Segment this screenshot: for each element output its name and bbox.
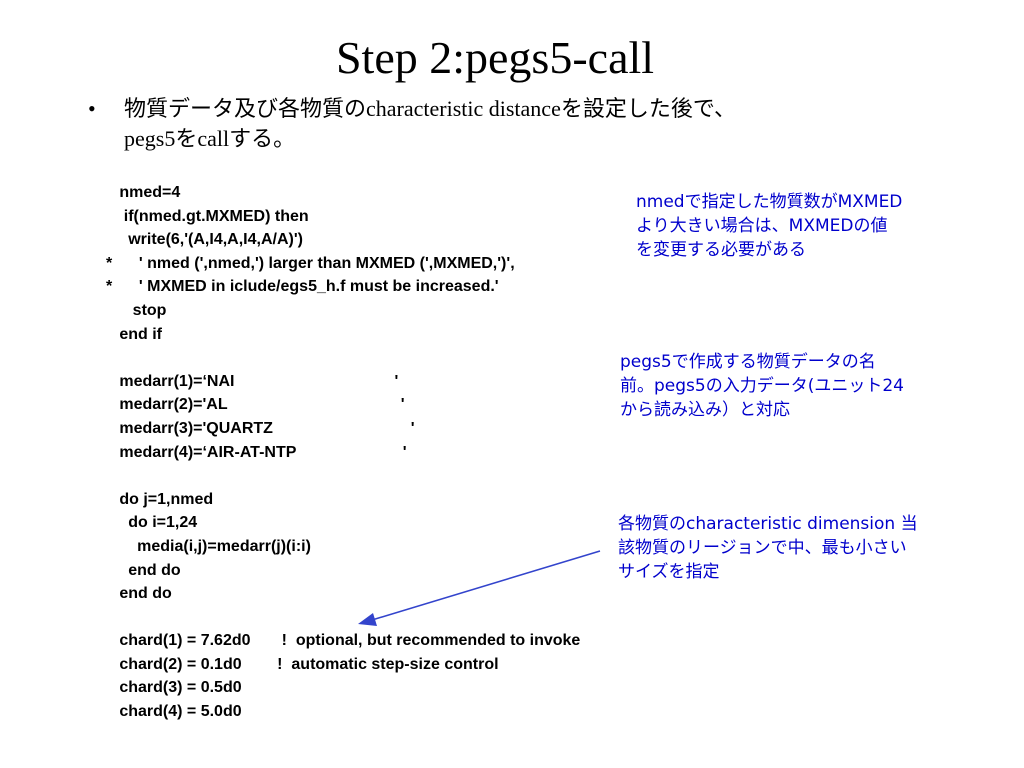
code-line: medarr(3)='QUARTZ ': [106, 419, 415, 437]
note-line: 各物質のcharacteristic dimension 当: [618, 514, 918, 534]
code-line: [106, 464, 746, 488]
note-characteristic-dimension: 各物質のcharacteristic dimension 当 該物質のリージョン…: [618, 512, 978, 584]
bullet-line: 物質データ及び各物質のcharacteristic distanceを設定した後…: [124, 96, 736, 121]
code-line: end if: [106, 325, 162, 343]
code-line: chard(2) = 0.1d0 ! automatic step-size c…: [106, 655, 499, 673]
note-line: pegs5で作成する物質データの名: [620, 352, 876, 372]
note-line: 前。pegs5の入力データ(ユニット24: [620, 376, 904, 396]
code-line: do i=1,24: [106, 514, 198, 532]
note-line: を変更する必要がある: [636, 240, 806, 260]
code-line: chard(4) = 5.0d0: [106, 703, 242, 721]
bullet-marker: •: [88, 96, 96, 121]
code-line: write(6,'(A,I4,A,I4,A/A)'): [106, 231, 303, 249]
code-line: * ' MXMED in iclude/egs5_h.f must be inc…: [106, 278, 499, 296]
code-line: stop: [106, 301, 167, 319]
code-line: medarr(1)=‘NAI ': [106, 372, 399, 390]
code-line: end do: [106, 585, 172, 603]
bullet-text: 物質データ及び各物質のcharacteristic distanceを設定した後…: [124, 94, 964, 154]
code-line: * ' nmed (',nmed,') larger than MXMED ('…: [106, 254, 515, 272]
code-line: chard(3) = 0.5d0: [106, 679, 242, 697]
code-line: media(i,j)=medarr(j)(i:i): [106, 537, 311, 555]
code-line: medarr(4)=‘AIR-AT-NTP ': [106, 443, 407, 461]
note-line: 該物質のリージョンで中、最も小さい: [618, 538, 907, 558]
slide-title: Step 2:pegs5-call: [335, 32, 655, 83]
note-line: より大きい場合は、MXMEDの値: [636, 216, 888, 236]
code-line: end do: [106, 561, 181, 579]
bullet-line: pegs5をcallする。: [124, 126, 296, 151]
code-line: medarr(2)='AL ': [106, 396, 405, 414]
code-line: do j=1,nmed: [106, 490, 214, 508]
note-line: から読み込み）と対応: [620, 400, 790, 420]
note-material-names: pegs5で作成する物質データの名 前。pegs5の入力データ(ユニット24 か…: [620, 350, 960, 422]
code-line: nmed=4: [106, 184, 181, 201]
note-line: サイズを指定: [618, 562, 720, 582]
note-mxmed: nmedで指定した物質数がMXMED より大きい場合は、MXMEDの値 を変更す…: [636, 190, 976, 262]
code-line: [106, 606, 746, 630]
note-line: nmedで指定した物質数がMXMED: [636, 192, 903, 212]
code-line: if(nmed.gt.MXMED) then: [106, 207, 309, 225]
code-line: chard(1) = 7.62d0 ! optional, but recomm…: [106, 632, 581, 650]
code-block: nmed=4 if(nmed.gt.MXMED) then write(6,'(…: [106, 181, 746, 724]
